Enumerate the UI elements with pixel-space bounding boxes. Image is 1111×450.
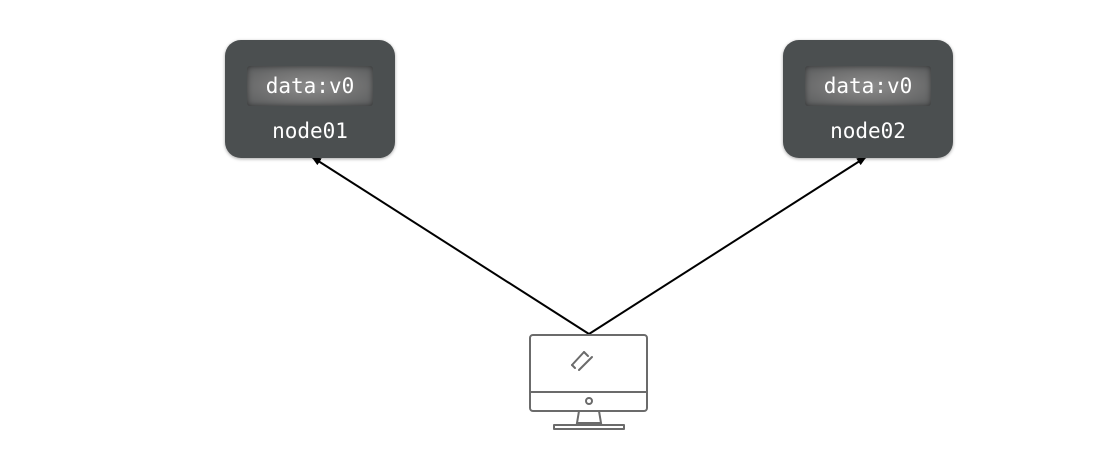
node-name-label: node02 (830, 119, 906, 143)
node-name-label: node01 (272, 119, 348, 143)
node-box-node01: data:v0 node01 (225, 40, 395, 158)
arrow-to-node01 (311, 156, 590, 335)
node-box-node02: data:v0 node02 (783, 40, 953, 158)
desktop-computer-icon (529, 334, 648, 430)
data-value-box: data:v0 (247, 66, 373, 106)
arrow-to-node02 (588, 156, 867, 335)
data-value-box: data:v0 (805, 66, 931, 106)
